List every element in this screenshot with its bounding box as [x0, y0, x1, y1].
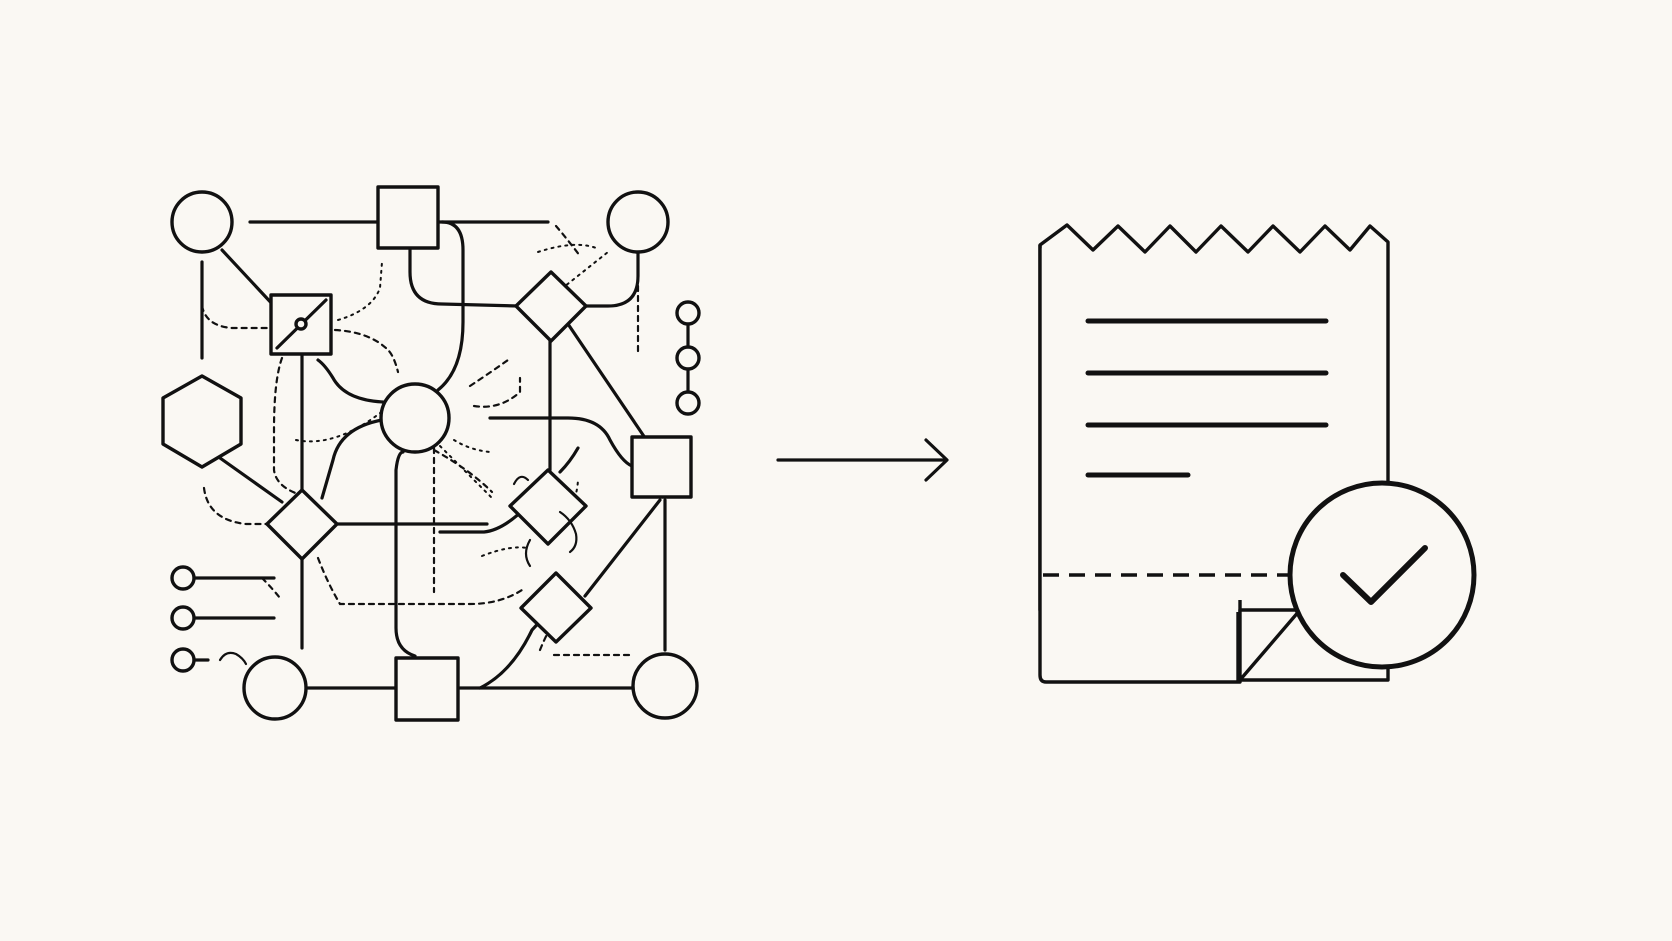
- network-small-chain-nodes: [675, 300, 701, 416]
- receipt-document-icon: [1038, 223, 1390, 684]
- chain-node-icon: [675, 390, 701, 416]
- complex-network-graph-icon: [161, 185, 701, 722]
- leaf-node-icon: [170, 605, 196, 631]
- diamond-node-icon: [514, 270, 588, 343]
- square-node-inner-dot-icon: [294, 317, 308, 331]
- circle-node-icon: [631, 652, 699, 720]
- receipt-folded-corner: [1238, 608, 1302, 682]
- right-arrow-icon: [776, 438, 949, 482]
- network-leaf-nodes: [170, 565, 210, 673]
- checkmark-circle-icon: [1287, 480, 1477, 670]
- circle-node-icon: [606, 190, 670, 254]
- network-square-nodes: [269, 185, 693, 722]
- diamond-node-icon: [519, 571, 593, 644]
- circle-node-icon: [170, 190, 234, 254]
- diamond-node-icon: [265, 488, 339, 561]
- diamond-node-icon: [508, 468, 588, 546]
- square-node-icon: [630, 435, 693, 499]
- leaf-node-icon: [170, 565, 196, 591]
- network-solid-edges: [186, 220, 667, 690]
- network-sketch-marks: [512, 475, 578, 568]
- network-diamond-nodes: [265, 270, 593, 644]
- circle-node-icon: [242, 655, 308, 721]
- square-node-icon: [376, 185, 440, 250]
- chain-node-icon: [675, 345, 701, 371]
- check-badge-circle: [1287, 480, 1477, 670]
- checkmark-icon: [1340, 545, 1428, 605]
- hexagon-node-icon: [161, 374, 243, 469]
- hub-circle-node-icon: [379, 382, 451, 454]
- receipt-left-edge: [1038, 245, 1242, 684]
- square-node-icon: [394, 656, 460, 722]
- network-circle-nodes: [170, 190, 699, 721]
- leaf-node-icon: [170, 647, 196, 673]
- chain-node-icon: [675, 300, 701, 326]
